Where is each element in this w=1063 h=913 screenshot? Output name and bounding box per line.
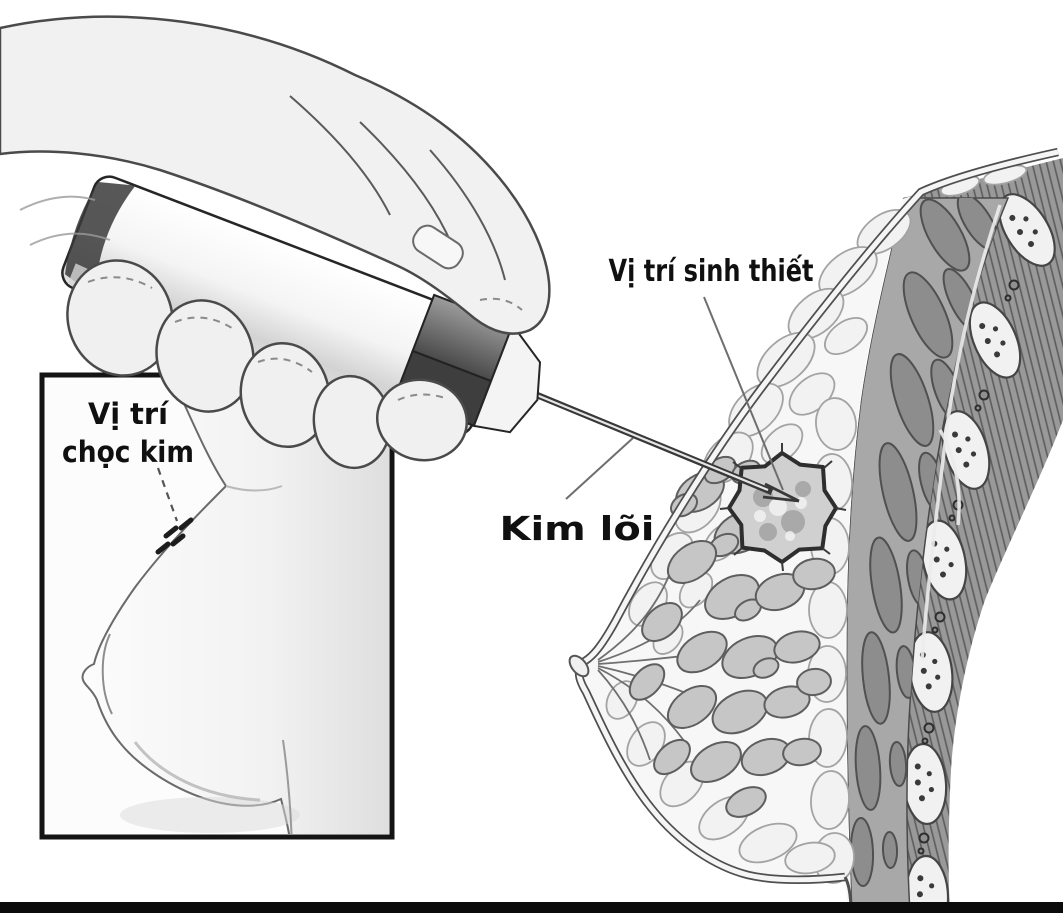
finger-crease-lines bbox=[289, 95, 506, 281]
hand bbox=[0, 15, 551, 470]
forearm-shading-lines bbox=[19, 195, 111, 246]
hand-back-and-forearm bbox=[0, 15, 551, 335]
core-needle-label: Kim lõi bbox=[500, 509, 655, 548]
under-breast-crease bbox=[133, 741, 261, 802]
pectoral-muscle bbox=[846, 197, 1010, 913]
breast-cross-section bbox=[568, 147, 1063, 913]
under-breast-shadow bbox=[120, 797, 300, 833]
core-needle-leader-line bbox=[565, 437, 634, 500]
muscle-lobules bbox=[849, 198, 1000, 887]
insertion-site-leader-line bbox=[156, 467, 179, 522]
nipple bbox=[568, 654, 590, 678]
labels: Vị trí sinh thiết Kim lõi bbox=[500, 254, 814, 548]
arm-contour-line bbox=[282, 739, 293, 834]
tumor-mottling bbox=[753, 481, 811, 541]
areola-line bbox=[101, 633, 113, 715]
core-needle bbox=[518, 384, 800, 503]
biopsy-site-leader-line bbox=[703, 296, 784, 491]
fascia-seams bbox=[920, 204, 1002, 661]
gripping-fingertips bbox=[66, 259, 469, 470]
bottom-bar bbox=[0, 902, 1063, 913]
needle-tip bbox=[762, 482, 800, 503]
insertion-site-label-line2: chọc kim bbox=[62, 435, 194, 469]
needle-site-marks bbox=[155, 517, 194, 555]
rib-speckles bbox=[914, 214, 1038, 898]
fingertip-crease-marks bbox=[87, 276, 523, 401]
biopsy-site-label: Vị trí sinh thiết bbox=[609, 254, 814, 289]
chest-contour-line bbox=[225, 485, 283, 492]
device-nose bbox=[472, 322, 542, 434]
tumor-spicules bbox=[719, 443, 847, 572]
insertion-site-label-line1: Vị trí bbox=[88, 397, 170, 431]
index-fingernail bbox=[412, 224, 464, 270]
chest-wall bbox=[846, 158, 1063, 913]
tumor bbox=[719, 443, 847, 572]
